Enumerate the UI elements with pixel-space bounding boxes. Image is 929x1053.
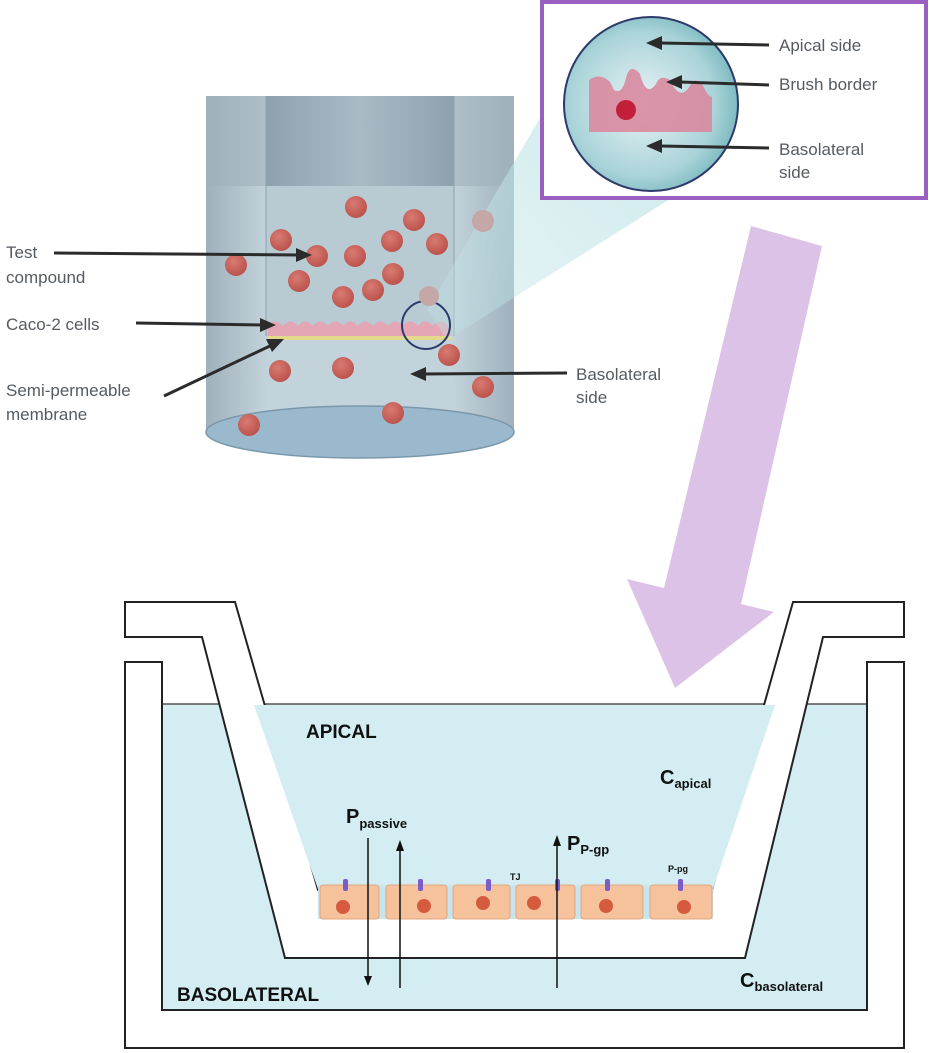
vessel-bottom (205, 405, 515, 459)
insert-wall (266, 96, 454, 186)
top-transwell: Test compound Caco-2 cells Semi-permeabl… (6, 74, 700, 459)
apical-side-label: Apical side (779, 36, 861, 55)
p-passive-label: Ppassive (346, 806, 407, 831)
c-apical-label: Capical (660, 767, 711, 791)
brush-border-inset: Apical side Brush border Basolateral sid… (540, 0, 928, 200)
c-basolateral-label: Cbasolateral (740, 970, 823, 994)
zoom-down-arrow (627, 226, 822, 688)
caco2-cell-layer (268, 321, 452, 336)
apical-medium (254, 705, 775, 889)
semi-permeable-membrane (268, 334, 452, 340)
cell-monolayer (318, 879, 713, 920)
basolateral-side-label-line1: Basolateral (576, 365, 661, 384)
cell-nucleus (616, 100, 636, 120)
inset-basolateral-label-line2: side (779, 163, 810, 182)
tj-label: TJ (510, 872, 521, 882)
outer-well (124, 661, 905, 1049)
membrane-label-line1: Semi-permeable (6, 381, 131, 400)
inset-arrows (646, 36, 770, 153)
caco2-cells-label: Caco-2 cells (6, 315, 100, 334)
flux-arrows (364, 835, 561, 988)
apical-label: APICAL (306, 722, 377, 743)
membrane-label-line2: membrane (6, 405, 87, 424)
brush-border-label: Brush border (779, 75, 878, 94)
inset-basolateral-label-line1: Basolateral (779, 140, 864, 159)
top-label-arrows (53, 248, 568, 398)
basolateral-side-label-line2: side (576, 388, 607, 407)
test-compound-label-line2: compound (6, 268, 85, 287)
p-pgp-label: PP-gp (567, 833, 609, 857)
test-compound-particles (225, 196, 494, 436)
test-compound-label-line1: Test (6, 243, 37, 262)
p-pg-label: P-pg (668, 864, 688, 874)
bottom-transwell: APICAL BASOLATERAL Capical Cbasolateral … (124, 601, 905, 1049)
basolateral-label: BASOLATERAL (177, 985, 320, 1006)
